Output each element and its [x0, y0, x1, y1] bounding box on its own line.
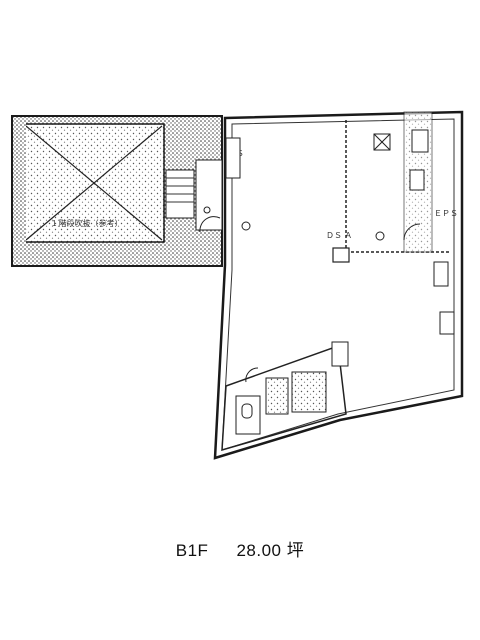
floor-caption: B1F 28.00 坪 [0, 536, 480, 561]
outer-wall [213, 110, 464, 460]
eps-label: ＥＰＳ [434, 209, 458, 218]
stair-block [165, 159, 223, 233]
floor-area: 28.00 坪 [236, 541, 305, 560]
ds-label: ＤＳ Ａ [326, 231, 352, 240]
wet-area [221, 341, 349, 452]
void-area-label: 1 階段吹抜（参考） [52, 218, 123, 228]
floor-plan: 1 階段吹抜（参考） ＥＰＳ ＰＳ ＤＳ Ａ [11, 110, 464, 460]
floor-label: B1F [175, 541, 209, 560]
column [332, 247, 350, 263]
right-room: ＥＰＳ ＰＳ [228, 111, 458, 335]
